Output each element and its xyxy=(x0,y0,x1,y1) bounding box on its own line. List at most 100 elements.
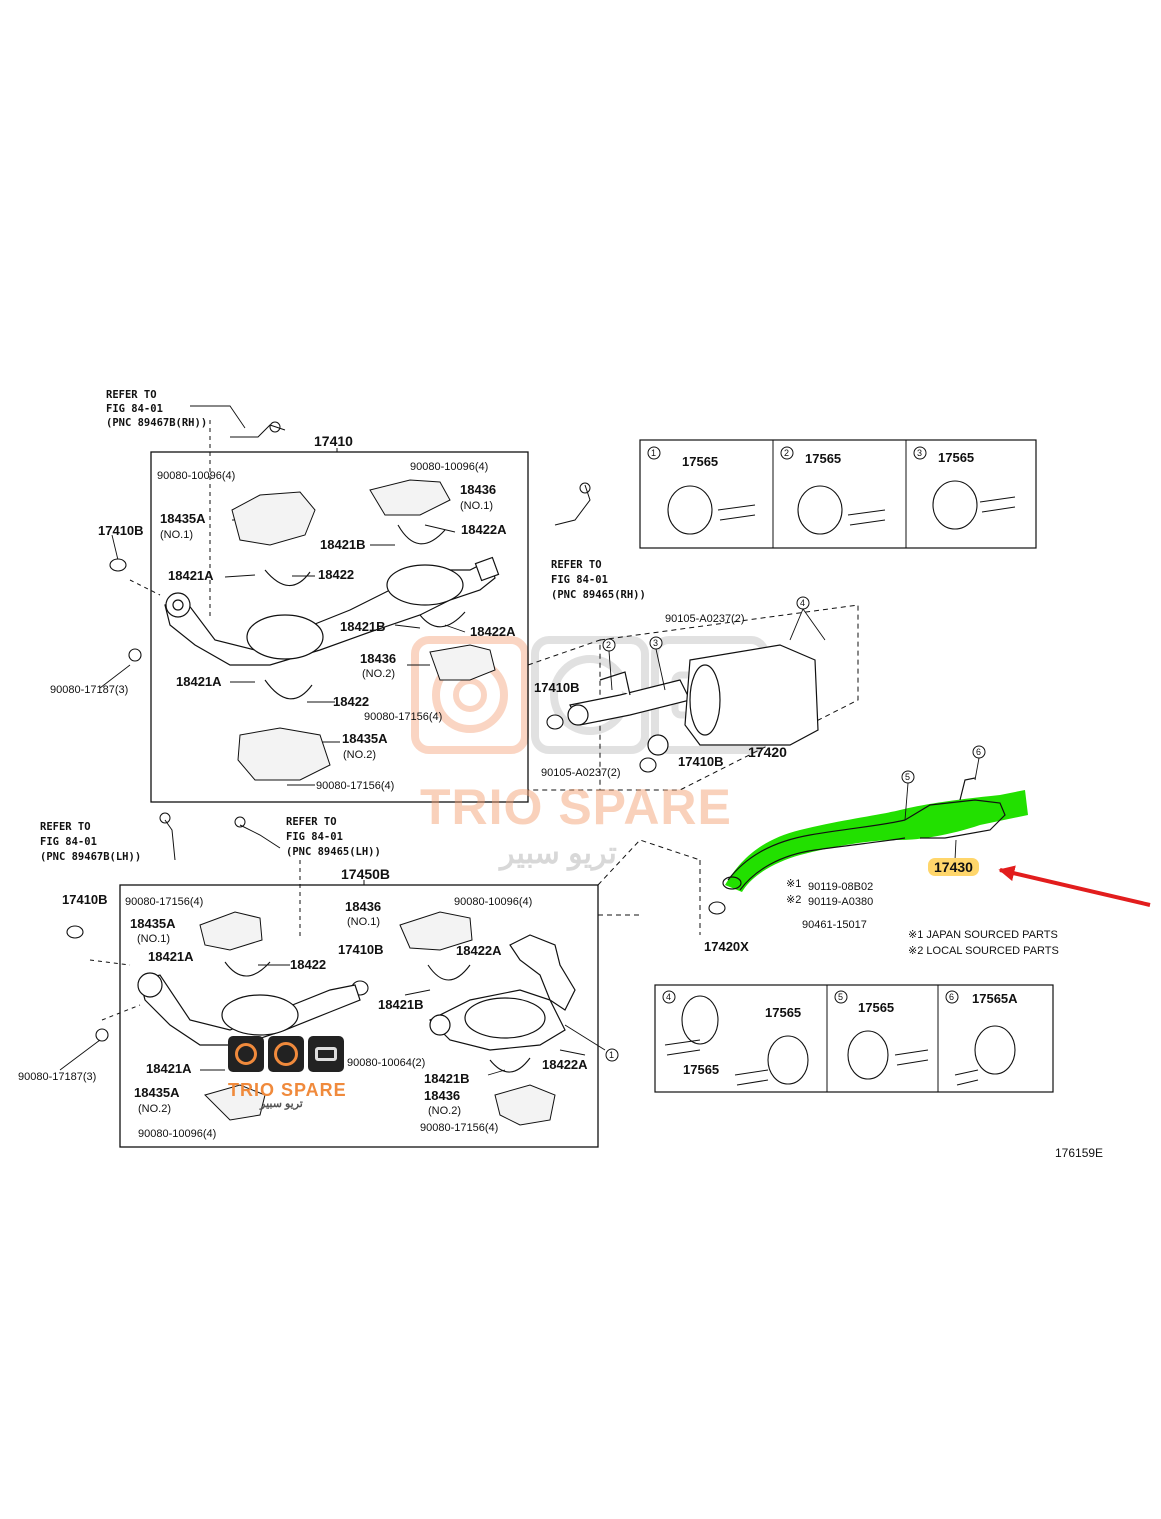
tail-pipe-highlight xyxy=(725,790,1028,892)
label-17565-3: 17565 xyxy=(938,450,975,465)
circle-3-muffler: 3 xyxy=(653,638,659,648)
label-18421a-d: 18421A xyxy=(146,1061,192,1076)
label-18435a-c: 18435A xyxy=(130,916,176,931)
label-90080-17156-d: 90080-17156(4) xyxy=(420,1122,499,1134)
label-90105-a0237-a: 90105-A0237(2) xyxy=(665,613,745,625)
label-17450b: 17450B xyxy=(341,866,391,882)
circle-4-bottom: 4 xyxy=(666,992,672,1002)
label-18436-b: 18436 xyxy=(360,651,397,666)
label-18421a-a: 18421A xyxy=(168,568,214,583)
label-18435a-a: 18435A xyxy=(160,511,206,526)
label-90119-a0380: 90119-A0380 xyxy=(808,896,874,908)
label-17410: 17410 xyxy=(314,433,353,449)
diagram-id: 176159E xyxy=(1055,1146,1104,1160)
label-18421a-c: 18421A xyxy=(148,949,194,964)
heat-insulator-icon xyxy=(231,479,496,781)
label-17565a-6: 17565A xyxy=(972,991,1018,1006)
label-90080-17156-b: 90080-17156(4) xyxy=(316,780,395,792)
label-90080-10096-c: 90080-10096(4) xyxy=(454,896,533,908)
refer-lh-mid-line3: (PNC 89465(LH)) xyxy=(286,846,381,858)
label-18435a-d: 18435A xyxy=(134,1085,180,1100)
watermark-arabic: تريو سبير xyxy=(500,837,617,870)
refer-rh-top-line2: FIG 84-01 xyxy=(106,403,163,415)
logo-arabic-text: تريو سبير xyxy=(260,1098,303,1110)
refer-lh-left-line2: FIG 84-01 xyxy=(40,836,97,848)
label-18422a-d: 18422A xyxy=(542,1057,588,1072)
label-18422-a: 18422 xyxy=(318,567,355,582)
label-18435a-b: 18435A xyxy=(342,731,388,746)
oxygen-sensor-icon xyxy=(159,421,591,861)
label-18422-c: 18422 xyxy=(290,957,327,972)
tail-pipe-icon xyxy=(722,777,1006,891)
label-17430-highlight: 17430 xyxy=(928,858,979,876)
label-no1-c: (NO.1) xyxy=(347,916,380,928)
label-18436-c: 18436 xyxy=(345,899,382,914)
label-18421b-a: 18421B xyxy=(320,537,366,552)
logo-brand-text: TRIO SPARE xyxy=(228,1080,347,1100)
label-17565-1: 17565 xyxy=(682,454,719,469)
label-17565-4b: 17565 xyxy=(683,1062,720,1077)
label-no2-c: (NO.2) xyxy=(138,1103,171,1115)
label-18421b-c: 18421B xyxy=(378,997,424,1012)
refer-rh-mid-line3: (PNC 89465(RH)) xyxy=(551,589,646,601)
front-exhaust-pipe-icon xyxy=(164,556,500,666)
circle-3-top: 3 xyxy=(917,448,923,458)
label-90119-08b02: 90119-08B02 xyxy=(808,881,874,893)
note-japan-sourced: ※1 JAPAN SOURCED PARTS xyxy=(908,929,1058,941)
label-18421b-d: 18421B xyxy=(424,1071,470,1086)
label-90080-10096-b: 90080-10096(4) xyxy=(410,461,489,473)
refer-lh-left-line1: REFER TO xyxy=(40,821,91,833)
label-90080-17156-a: 90080-17156(4) xyxy=(364,711,443,723)
gasket-icon xyxy=(66,558,726,1042)
label-90461-15017: 90461-15017 xyxy=(802,919,867,931)
label-18422a-a: 18422A xyxy=(461,522,507,537)
label-no2-a: (NO.2) xyxy=(362,668,395,680)
circle-6-tailpipe: 6 xyxy=(976,747,982,757)
label-no2-b: (NO.2) xyxy=(343,749,376,761)
heat-insulator-icon xyxy=(199,911,556,1126)
insulator-box-bottom xyxy=(654,984,1054,1093)
rear-exhaust-pipe-icon xyxy=(137,934,576,1051)
label-18422a-b: 18422A xyxy=(470,624,516,639)
label-17410b-c: 17410B xyxy=(678,754,724,769)
label-90080-17187-a: 90080-17187(3) xyxy=(50,684,129,696)
center-muffler-icon xyxy=(567,644,819,756)
circle-2-muffler: 2 xyxy=(606,640,612,650)
label-17410b-e: 17410B xyxy=(338,942,384,957)
circle-1-top: 1 xyxy=(651,448,657,458)
assembly-17450b-box xyxy=(119,884,599,1148)
label-no1-b: (NO.1) xyxy=(160,529,193,541)
label-90080-10096-a: 90080-10096(4) xyxy=(157,470,236,482)
refer-lh-left-line3: (PNC 89467B(LH)) xyxy=(40,851,142,863)
red-arrow-icon xyxy=(998,865,1151,907)
label-no2-d: (NO.2) xyxy=(428,1105,461,1117)
label-18421b-b: 18421B xyxy=(340,619,386,634)
note-local-sourced: ※2 LOCAL SOURCED PARTS xyxy=(908,945,1059,957)
watermark-brand: TRIO SPARE xyxy=(420,779,732,835)
refer-rh-top-line3: (PNC 89467B(RH)) xyxy=(106,417,208,429)
refer-rh-mid-line1: REFER TO xyxy=(551,559,602,571)
label-18422a-c: 18422A xyxy=(456,943,502,958)
circle-4-muffler: 4 xyxy=(800,598,806,608)
label-90080-17187-b: 90080-17187(3) xyxy=(18,1071,97,1083)
label-17410b-b: 17410B xyxy=(534,680,580,695)
label-90080-10064: 90080-10064(2) xyxy=(347,1057,426,1069)
insulator-rubber-icon xyxy=(667,480,1016,1085)
label-18421a-b: 18421A xyxy=(176,674,222,689)
label-17565-2: 17565 xyxy=(805,451,842,466)
refer-lh-mid-line1: REFER TO xyxy=(286,816,337,828)
label-17420x: 17420X xyxy=(704,939,749,954)
label-17410b-a: 17410B xyxy=(98,523,144,538)
label-no1-a: (NO.1) xyxy=(460,500,493,512)
circle-5-tailpipe: 5 xyxy=(905,772,911,782)
label-18436-d: 18436 xyxy=(424,1088,461,1103)
circle-5-bottom: 5 xyxy=(838,992,844,1002)
refer-rh-top-line1: REFER TO xyxy=(106,389,157,401)
assembly-17410-box xyxy=(150,451,529,803)
refer-lh-mid-line2: FIG 84-01 xyxy=(286,831,343,843)
label-17565-4a: 17565 xyxy=(765,1005,802,1020)
label-18422-b: 18422 xyxy=(333,694,370,709)
label-18436-a: 18436 xyxy=(460,482,497,497)
